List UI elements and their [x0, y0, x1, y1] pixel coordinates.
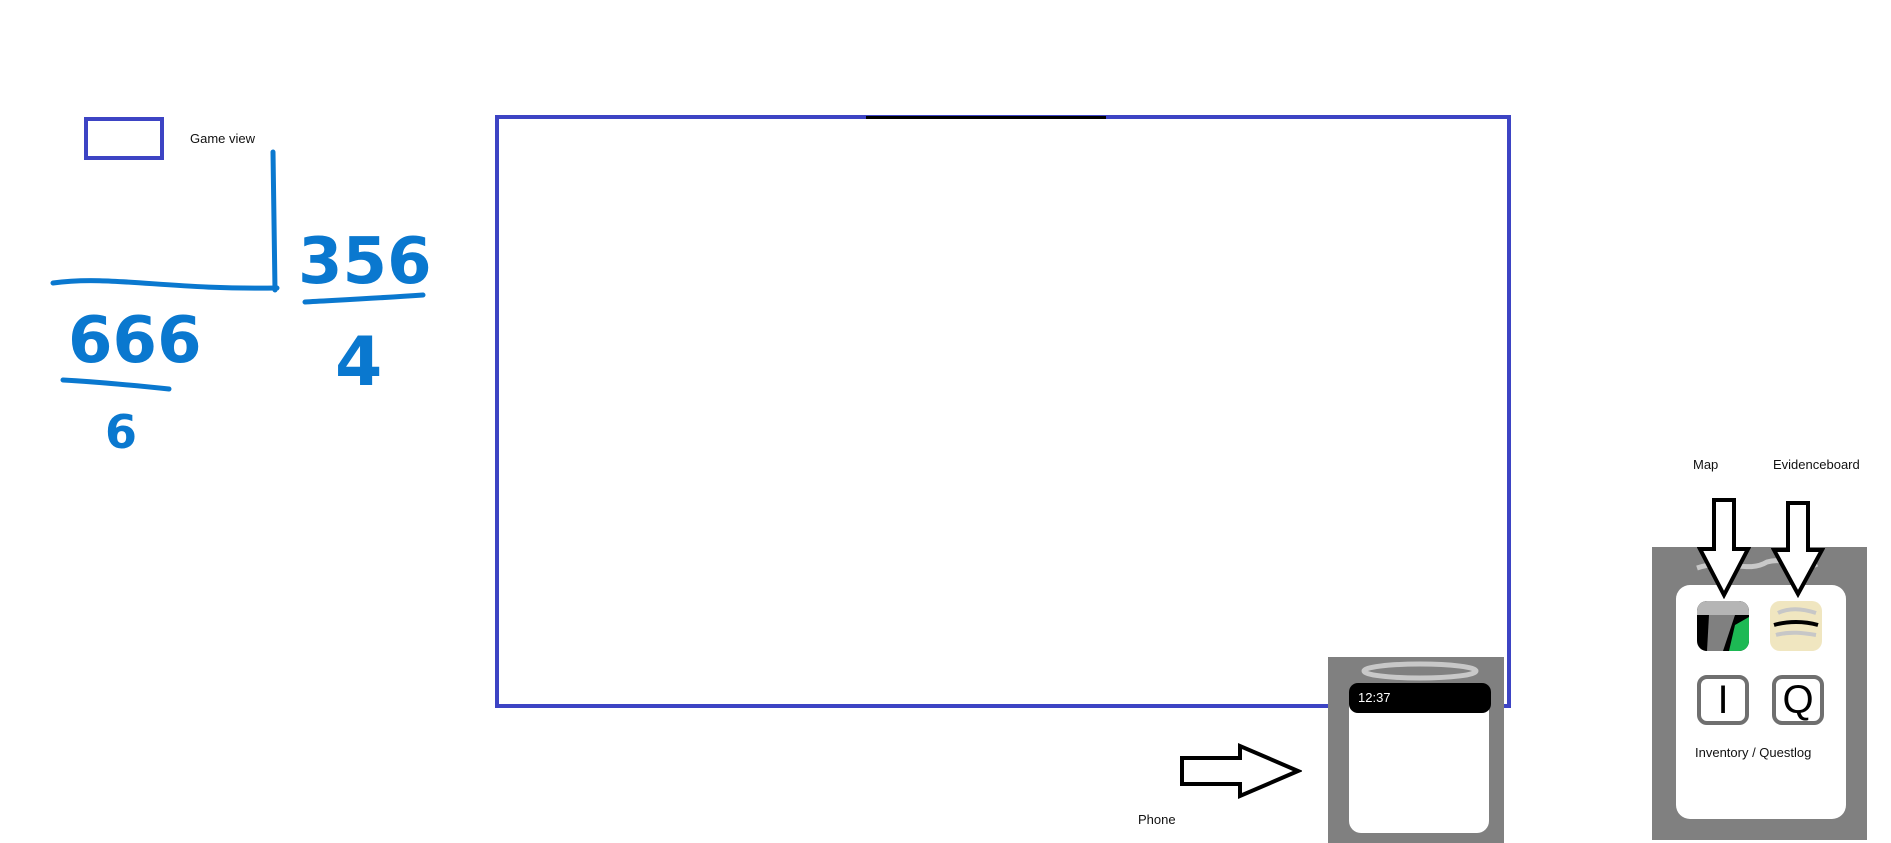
phone-status-bar — [1349, 683, 1491, 713]
handwritten-sketch: 356 4 666 6 — [50, 149, 432, 459]
map-app-icon[interactable] — [1697, 601, 1749, 651]
phone-label: Phone — [1138, 812, 1176, 827]
arrow-down-map-icon — [1697, 498, 1751, 599]
sketch-number-356: 356 — [298, 225, 432, 299]
game-view-top-mark — [866, 116, 1106, 119]
evidenceboard-app-icon[interactable] — [1770, 601, 1822, 651]
game-view-legend-label: Game view — [190, 131, 256, 146]
inventory-questlog-label: Inventory / Questlog — [1695, 745, 1812, 760]
sketch-upper-fraction-bar — [302, 292, 426, 305]
evidenceboard-icon — [1773, 607, 1819, 637]
sketch-lower-fraction-bar — [60, 377, 172, 392]
game-view-legend-swatch — [84, 117, 164, 160]
inventory-icon: I — [1717, 678, 1729, 722]
sketch-number-6: 6 — [105, 405, 137, 459]
map-label: Map — [1693, 457, 1719, 472]
map-icon — [1697, 601, 1749, 651]
evidenceboard-label: Evidenceboard — [1773, 457, 1860, 472]
questlog-app-icon[interactable]: Q — [1772, 675, 1824, 725]
phone-clock: 12:37 — [1358, 690, 1391, 705]
sketch-number-666: 666 — [68, 304, 202, 378]
questlog-icon: Q — [1782, 678, 1814, 722]
arrow-right-icon — [1180, 742, 1302, 800]
game-view-frame — [495, 115, 1511, 708]
arrow-down-evidenceboard-icon — [1771, 501, 1825, 598]
phone-speaker-scribble — [1361, 661, 1479, 681]
sketch-horizontal-line — [50, 278, 280, 291]
inventory-app-icon[interactable]: I — [1697, 675, 1749, 725]
sketch-vertical-line — [270, 149, 278, 293]
sketch-number-4: 4 — [335, 323, 382, 402]
